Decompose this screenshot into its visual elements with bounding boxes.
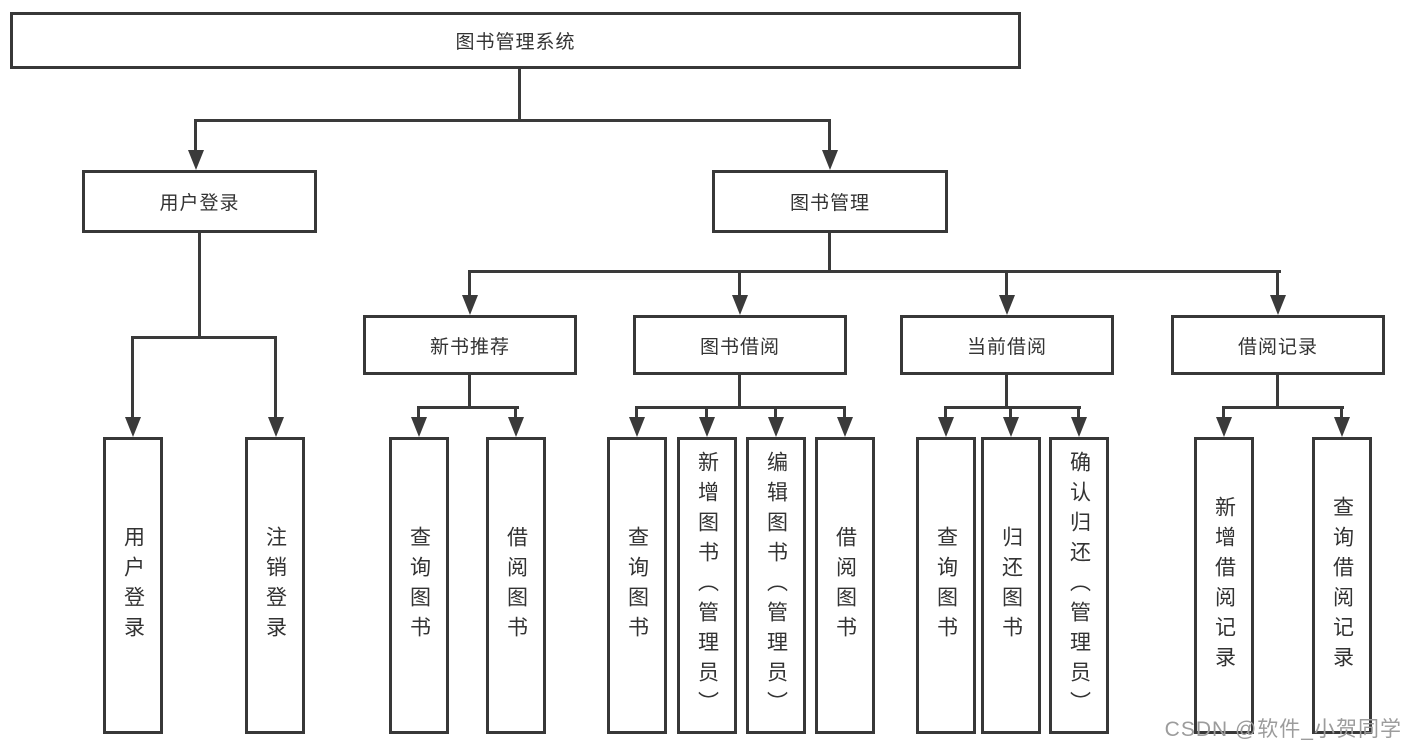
arrow-down-icon xyxy=(699,417,715,437)
arrow-down-icon xyxy=(462,295,478,315)
leaf-query-books: 查询图书 xyxy=(389,437,449,734)
leaf-query-books: 查询图书 xyxy=(607,437,667,734)
connector-line xyxy=(635,406,846,409)
connector-line xyxy=(1222,406,1225,421)
connector-line xyxy=(1009,406,1012,421)
connector-line xyxy=(417,406,420,421)
arrow-down-icon xyxy=(1003,417,1019,437)
node-user-login: 用户登录 xyxy=(82,170,317,233)
connector-line xyxy=(514,406,517,421)
connector-line xyxy=(635,406,638,421)
connector-line xyxy=(705,406,708,421)
arrow-down-icon xyxy=(1071,417,1087,437)
arrow-down-icon xyxy=(411,417,427,437)
leaf-return-books: 归还图书 xyxy=(981,437,1041,734)
node-current-borrowing: 当前借阅 xyxy=(900,315,1114,375)
connector-line xyxy=(1340,406,1343,421)
connector-line xyxy=(131,336,134,419)
connector-line xyxy=(198,233,201,339)
arrow-down-icon xyxy=(1216,417,1232,437)
node-library-management-system: 图书管理系统 xyxy=(10,12,1021,69)
node-book-borrowing: 图书借阅 xyxy=(633,315,847,375)
connector-line xyxy=(1005,375,1008,409)
connector-line xyxy=(468,270,1281,273)
connector-line xyxy=(468,270,471,297)
node-book-management: 图书管理 xyxy=(712,170,948,233)
connector-line xyxy=(828,119,831,152)
leaf-query-borrowing-record: 查询借阅记录 xyxy=(1312,437,1372,734)
connector-line xyxy=(1005,270,1008,297)
arrow-down-icon xyxy=(768,417,784,437)
connector-line xyxy=(738,375,741,409)
connector-line xyxy=(274,336,277,419)
connector-line xyxy=(1276,375,1279,409)
leaf-borrow-books: 借阅图书 xyxy=(486,437,546,734)
connector-line xyxy=(417,406,519,409)
node-new-book-recommendation: 新书推荐 xyxy=(363,315,577,375)
arrow-down-icon xyxy=(1270,295,1286,315)
arrow-down-icon xyxy=(125,417,141,437)
arrow-down-icon xyxy=(822,150,838,170)
connector-line xyxy=(828,233,831,273)
arrow-down-icon xyxy=(629,417,645,437)
csdn-watermark: CSDN @软件_小贺同学 xyxy=(1164,718,1402,741)
arrow-down-icon xyxy=(732,295,748,315)
connector-line xyxy=(518,69,521,122)
connector-line xyxy=(131,336,277,339)
connector-line xyxy=(944,406,1081,409)
connector-line xyxy=(843,406,846,421)
connector-line xyxy=(1222,406,1344,409)
arrow-down-icon xyxy=(268,417,284,437)
arrow-down-icon xyxy=(837,417,853,437)
connector-line xyxy=(1276,270,1279,297)
node-borrowing-records: 借阅记录 xyxy=(1171,315,1385,375)
leaf-logout: 注销登录 xyxy=(245,437,305,734)
arrow-down-icon xyxy=(999,295,1015,315)
leaf-add-books-admin: 新增图书（管理员） xyxy=(677,437,737,734)
connector-line xyxy=(738,270,741,297)
connector-line xyxy=(194,119,197,152)
connector-line xyxy=(468,375,471,409)
connector-line xyxy=(944,406,947,421)
connector-line xyxy=(1077,406,1080,421)
leaf-query-books: 查询图书 xyxy=(916,437,976,734)
leaf-user-login: 用户登录 xyxy=(103,437,163,734)
connector-line xyxy=(774,406,777,421)
leaf-borrow-books: 借阅图书 xyxy=(815,437,875,734)
connector-line xyxy=(194,119,831,122)
arrow-down-icon xyxy=(1334,417,1350,437)
leaf-edit-books-admin: 编辑图书（管理员） xyxy=(746,437,806,734)
arrow-down-icon xyxy=(508,417,524,437)
arrow-down-icon xyxy=(188,150,204,170)
arrow-down-icon xyxy=(938,417,954,437)
leaf-confirm-return-admin: 确认归还（管理员） xyxy=(1049,437,1109,734)
leaf-add-borrowing-record: 新增借阅记录 xyxy=(1194,437,1254,734)
